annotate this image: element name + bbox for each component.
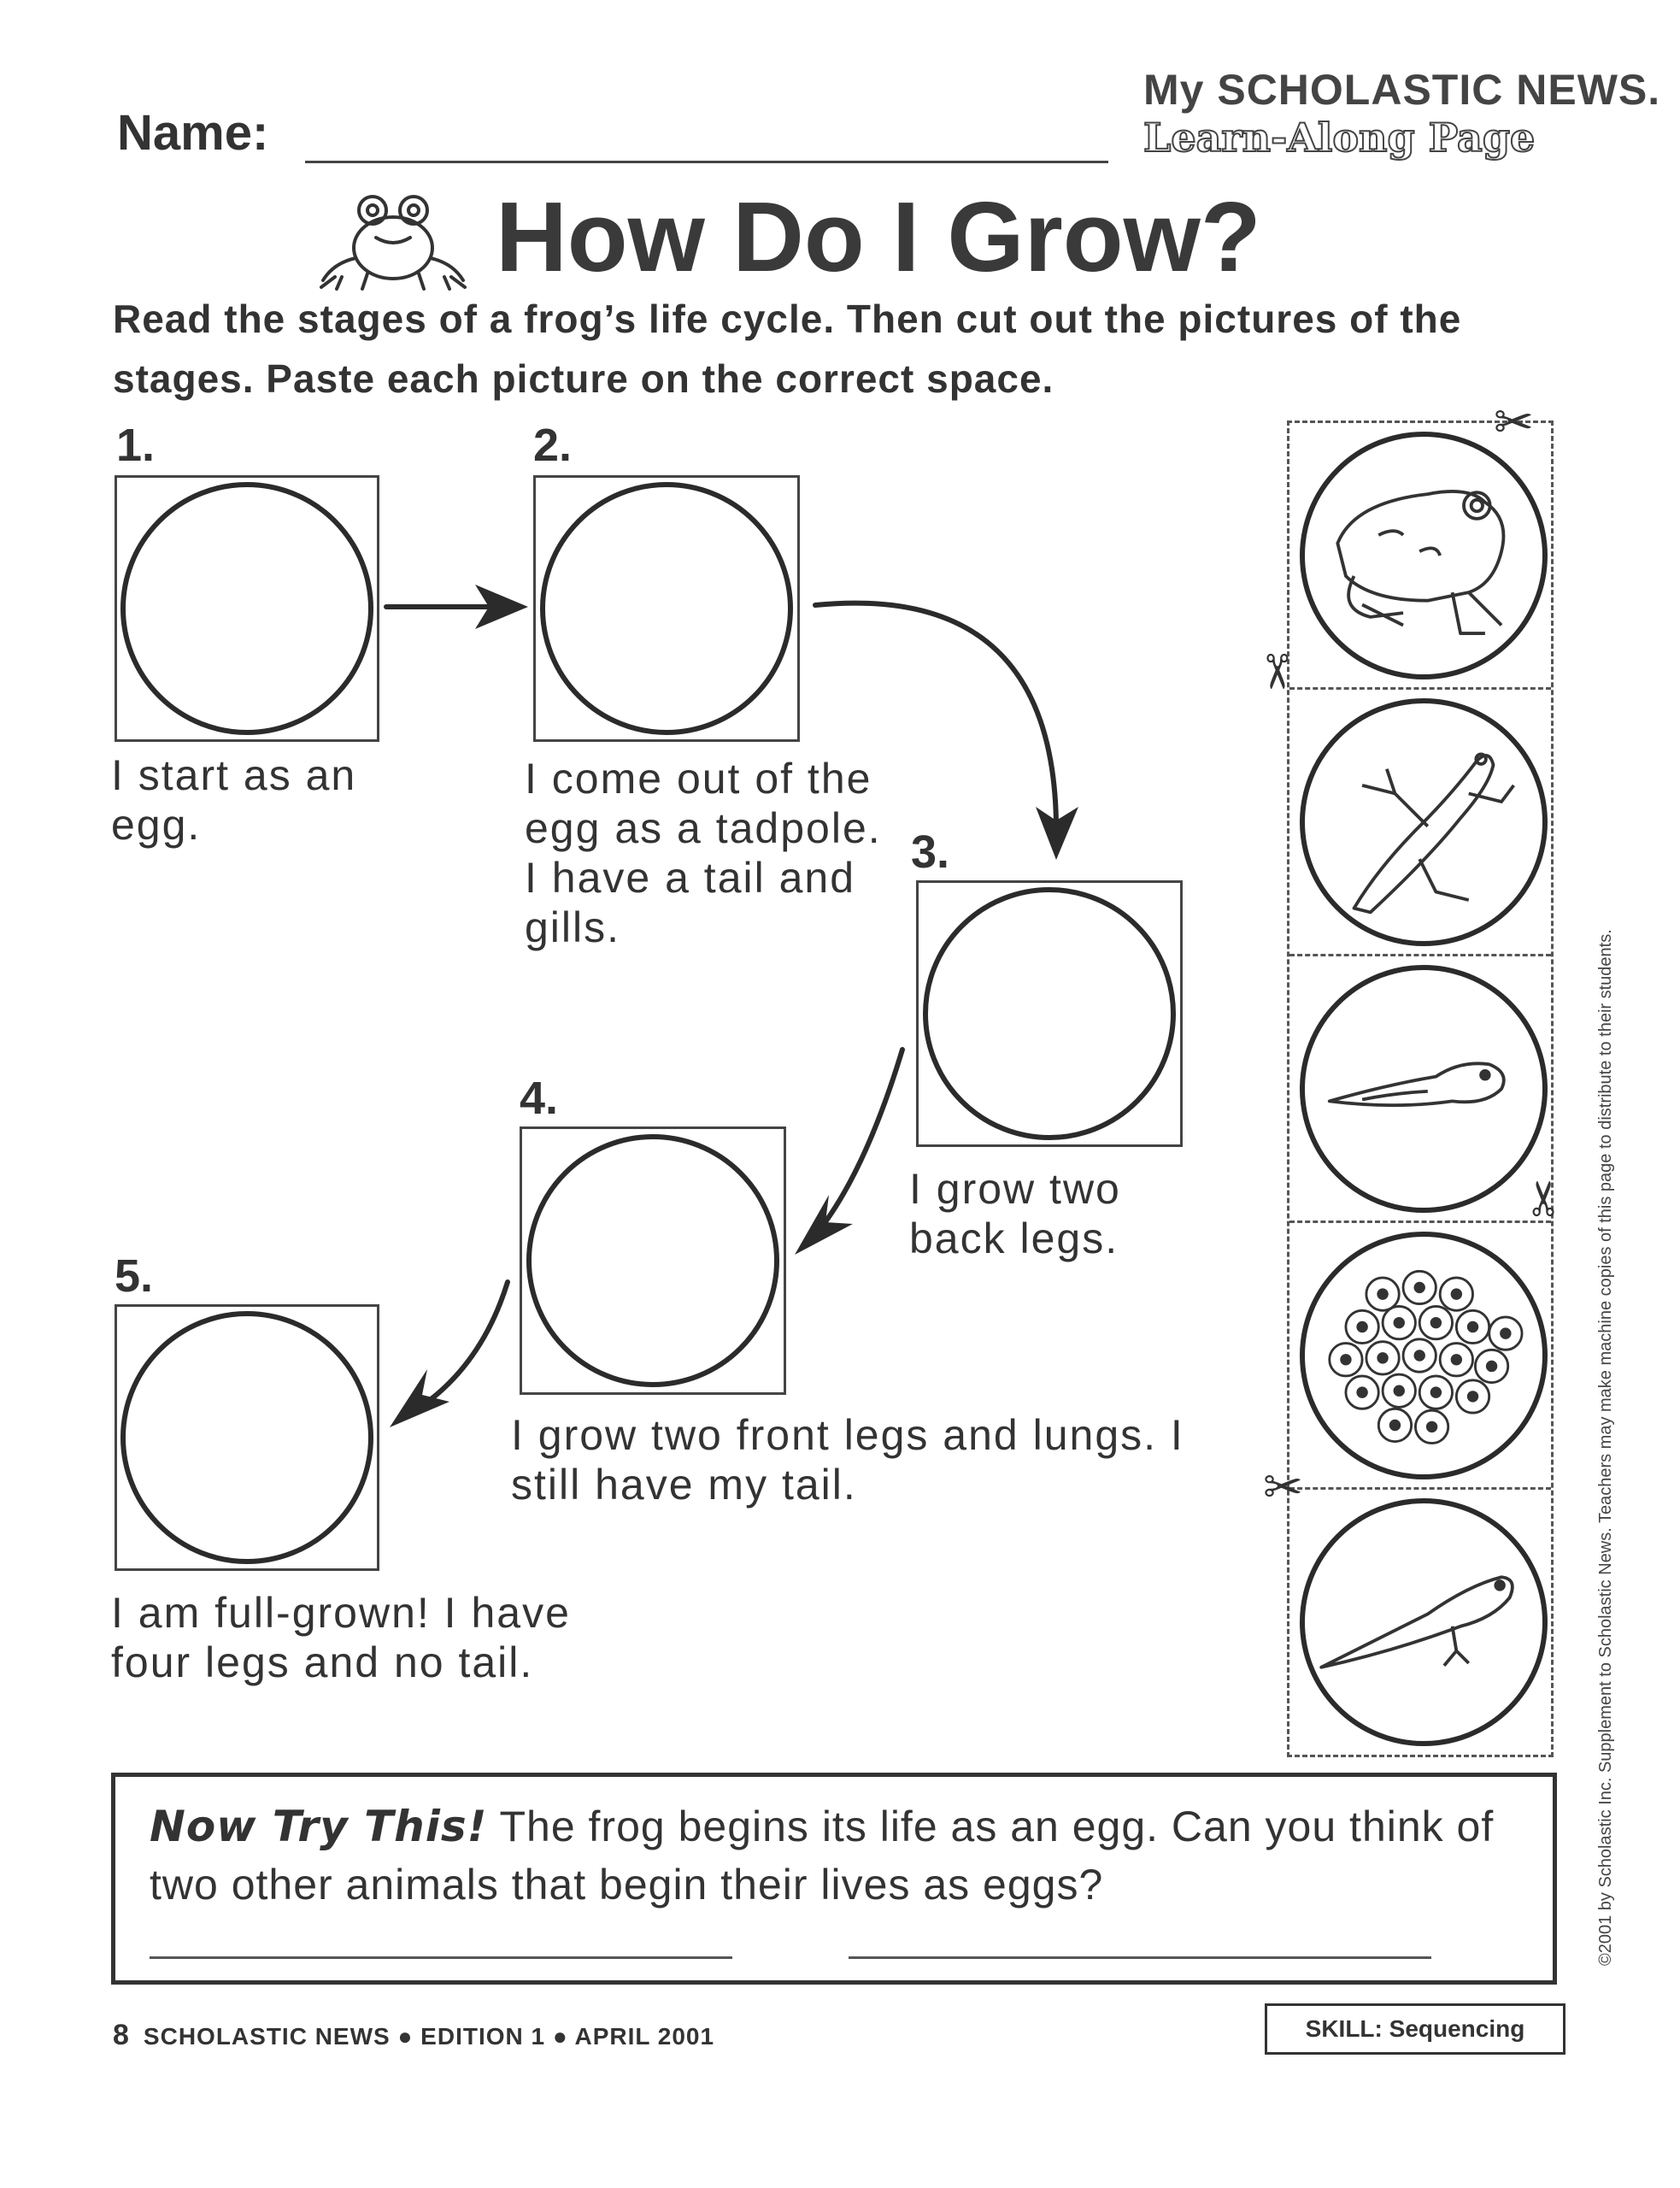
step-4-circle bbox=[526, 1134, 779, 1387]
footer: 8 SCHOLASTIC NEWS ● EDITION 1 ● APRIL 200… bbox=[113, 2019, 714, 2052]
copyright-notice: ©2001 by Scholastic Inc. Supplement to S… bbox=[1596, 929, 1615, 1966]
arrow-4-to-5 bbox=[399, 1279, 510, 1421]
frog-eggs-picture bbox=[1300, 1232, 1548, 1479]
publication-info: SCHOLASTIC NEWS ● EDITION 1 ● APRIL 2001 bbox=[143, 2023, 715, 2050]
cutout-strip bbox=[1287, 421, 1554, 1757]
name-label: Name: bbox=[117, 105, 269, 161]
cutout-tadpole-with-back-legs[interactable] bbox=[1289, 1490, 1551, 1756]
step-4-caption: I grow two front legs and lungs. I still… bbox=[511, 1411, 1184, 1509]
instructions: Read the stages of a frog’s life cycle. … bbox=[113, 297, 1462, 401]
scissors-icon: ✂ bbox=[1494, 395, 1534, 449]
step-2-number: 2. bbox=[533, 420, 573, 471]
tadpole-picture bbox=[1300, 965, 1548, 1213]
frog-with-tail-picture bbox=[1300, 698, 1548, 946]
arrowhead-1 bbox=[475, 585, 528, 629]
cutout-adult-frog[interactable] bbox=[1289, 423, 1551, 690]
brand-title: My SCHOLASTIC NEWS. bbox=[1143, 66, 1661, 114]
page-number: 8 bbox=[113, 2019, 130, 2051]
now-try-this-box: Now Try This! The frog begins its life a… bbox=[111, 1773, 1557, 1985]
step-4-number: 4. bbox=[520, 1073, 559, 1124]
step-3-circle bbox=[923, 887, 1176, 1140]
step-3-caption: I grow two back legs. bbox=[909, 1165, 1121, 1262]
step-4-paste-box[interactable] bbox=[520, 1126, 786, 1395]
adult-frog-picture bbox=[1300, 432, 1548, 679]
step-1-number: 1. bbox=[116, 420, 156, 471]
scissors-icon: ✂ bbox=[1249, 651, 1304, 692]
frog-icon bbox=[320, 195, 467, 291]
page-title: How Do I Grow? bbox=[496, 181, 1261, 292]
cutout-frog-with-tail[interactable] bbox=[1289, 690, 1551, 956]
scissors-icon: ✂ bbox=[1263, 1460, 1303, 1514]
step-2-paste-box[interactable] bbox=[533, 475, 800, 742]
arrow-3-to-4 bbox=[809, 1047, 905, 1242]
step-1-circle bbox=[120, 482, 373, 735]
name-input-line[interactable] bbox=[305, 161, 1108, 163]
step-2-circle bbox=[540, 482, 793, 735]
step-1-paste-box[interactable] bbox=[115, 475, 379, 742]
step-2-caption: I come out of the egg as a tadpole. I ha… bbox=[525, 755, 882, 951]
cutout-frog-eggs[interactable] bbox=[1289, 1223, 1551, 1490]
scissors-icon: ✂ bbox=[1517, 1178, 1571, 1219]
step-3-paste-box[interactable] bbox=[916, 880, 1183, 1147]
step-5-number: 5. bbox=[115, 1250, 154, 1302]
step-5-caption: I am full-grown! I have four legs and no… bbox=[111, 1589, 571, 1686]
tadpole-with-back-legs-picture bbox=[1300, 1498, 1548, 1746]
step-5-paste-box[interactable] bbox=[115, 1304, 379, 1571]
arrowhead-4 bbox=[390, 1369, 449, 1427]
answer-line-2[interactable] bbox=[849, 1956, 1431, 1959]
now-try-this-heading: Now Try This! bbox=[150, 1802, 488, 1851]
arrowhead-2 bbox=[1036, 807, 1078, 860]
step-5-circle bbox=[120, 1311, 373, 1564]
brand-subtitle: Learn-Along Page bbox=[1143, 114, 1536, 162]
now-try-this-text: Now Try This! The frog begins its life a… bbox=[150, 1797, 1534, 1914]
skill-badge: SKILL: Sequencing bbox=[1265, 2003, 1565, 2055]
now-try-this-question: The frog begins its life as an egg. Can … bbox=[150, 1803, 1495, 1909]
arrowhead-3 bbox=[795, 1195, 853, 1255]
step-3-number: 3. bbox=[911, 826, 950, 878]
answer-line-1[interactable] bbox=[150, 1956, 732, 1959]
step-1-caption: I start as an egg. bbox=[111, 751, 357, 849]
cutout-tadpole[interactable] bbox=[1289, 956, 1551, 1223]
